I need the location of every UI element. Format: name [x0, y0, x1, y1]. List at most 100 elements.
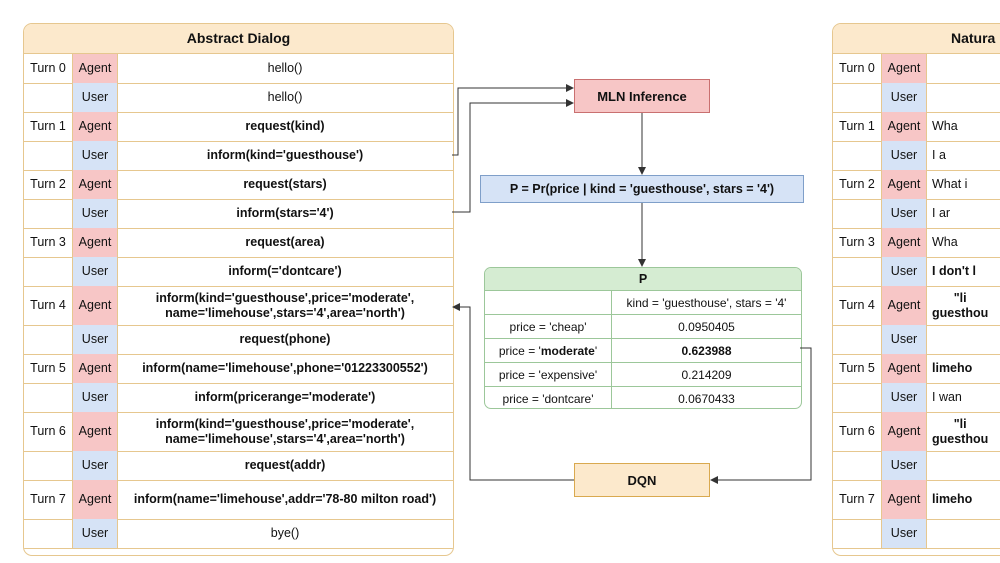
dialog-act: request(addr)	[244, 458, 326, 472]
dialog-act: bye()	[270, 526, 300, 540]
turn-label: Turn 7	[30, 492, 66, 506]
price-probability: 0.214209	[681, 367, 732, 382]
turn-label: Turn 5	[30, 361, 66, 375]
dialog-act: hello()	[267, 90, 303, 104]
agent-role-label: Agent	[72, 480, 118, 519]
user-role-label: User	[881, 257, 927, 286]
turn-label: Turn 0	[30, 61, 66, 75]
turn-label: Turn 2	[839, 177, 875, 191]
dialog-row: Turn 7 Agent limeho	[833, 480, 1000, 520]
utterance-lines: I a	[932, 148, 946, 163]
user-role-label: User	[881, 519, 927, 548]
dialog-act: inform(stars='4')	[236, 206, 334, 220]
dialog-act: inform(name='limehouse',phone='012233005…	[142, 361, 428, 375]
natural-utterance: Wha	[926, 112, 1000, 141]
utterance-line: I ar	[932, 206, 951, 220]
turn-label: Turn 6	[839, 424, 875, 438]
price-label-bold: moderate	[540, 343, 595, 358]
price-label-prefix: price = '	[498, 343, 541, 358]
utterance-line: limeho	[932, 361, 973, 375]
table-row: price = 'moderate' 0.623988	[485, 339, 801, 363]
abstract-dialog-title: Abstract Dialog	[24, 24, 453, 54]
utterance-lines: Wha	[932, 235, 958, 250]
user-role-label: User	[881, 141, 927, 170]
dialog-row: User hello()	[24, 83, 453, 113]
arrow-dqn-to-dialog	[452, 303, 574, 481]
user-role-label: User	[881, 451, 927, 480]
utterance-line: "li	[953, 290, 967, 305]
utterance-line: "li	[953, 416, 967, 431]
dialog-act: hello()	[267, 61, 303, 75]
agent-role-label: Agent	[881, 228, 927, 257]
dialog-act: inform(='dontcare')	[228, 264, 342, 278]
user-role-label: User	[72, 83, 118, 112]
natural-utterance: I don't l	[926, 257, 1000, 286]
agent-role-label: Agent	[72, 354, 118, 383]
utterance-line: I wan	[932, 390, 962, 404]
probability-table-header: kind = 'guesthouse', stars = '4'	[485, 291, 801, 315]
dialog-act: request(kind)	[245, 119, 325, 133]
utterance-line: I a	[932, 148, 946, 162]
dialog-act: inform(name='limehouse',addr='78-80 milt…	[133, 492, 437, 506]
natural-utterance: I a	[926, 141, 1000, 170]
user-role-label: User	[72, 199, 118, 228]
agent-role-label: Agent	[72, 286, 118, 325]
dialog-act: inform(pricerange='moderate')	[194, 390, 376, 404]
agent-role-label: Agent	[881, 112, 927, 141]
dialog-act: request(area)	[245, 235, 325, 249]
turn-label: Turn 7	[839, 492, 875, 506]
dialog-row: User inform(='dontcare')	[24, 257, 453, 287]
price-label: price = 'dontcare'	[485, 387, 612, 408]
agent-role-label: Agent	[72, 170, 118, 199]
dialog-act: request(stars)	[243, 177, 327, 191]
utterance-lines: limeho	[932, 492, 972, 507]
dialog-row: Turn 2 Agent request(stars)	[24, 170, 453, 200]
probability-table: P kind = 'guesthouse', stars = '4' price…	[484, 267, 802, 409]
table-row: price = 'dontcare' 0.0670433	[485, 387, 801, 408]
agent-role-label: Agent	[881, 54, 927, 83]
utterance-line: limeho	[932, 492, 973, 506]
natural-utterance: limeho	[926, 354, 1000, 383]
probability-query-box: P = Pr(price | kind = 'guesthouse', star…	[480, 175, 804, 203]
utterance-line: guesthou	[932, 305, 989, 320]
agent-role-label: Agent	[72, 112, 118, 141]
utterance-lines: I don't l	[932, 264, 976, 279]
price-label-suffix: '	[594, 343, 598, 358]
dialog-row: Turn 2 Agent What i	[833, 170, 1000, 200]
turn-label: Turn 3	[30, 235, 66, 249]
user-role-label: User	[72, 257, 118, 286]
table-row: price = 'expensive' 0.214209	[485, 363, 801, 387]
turn-label: Turn 2	[30, 177, 66, 191]
turn-label: Turn 4	[839, 298, 875, 312]
user-role-label: User	[72, 141, 118, 170]
agent-role-label: Agent	[881, 170, 927, 199]
dialog-row: User	[833, 519, 1000, 549]
user-role-label: User	[881, 325, 927, 354]
natural-utterance: Wha	[926, 228, 1000, 257]
header-cell: kind = 'guesthouse', stars = '4'	[626, 295, 787, 310]
natural-utterance: limeho	[926, 480, 1000, 519]
user-role-label: User	[72, 325, 118, 354]
natural-utterance: I wan	[926, 383, 1000, 412]
dqn-box: DQN	[574, 463, 710, 497]
price-probability: 0.0950405	[678, 319, 735, 334]
utterance-lines: What i	[932, 177, 967, 192]
agent-role-label: Agent	[881, 480, 927, 519]
dialog-row: Turn 5 Agent inform(name='limehouse',phone…	[24, 354, 453, 384]
price-probability: 0.0670433	[678, 391, 735, 406]
turn-label: Turn 1	[839, 119, 875, 133]
